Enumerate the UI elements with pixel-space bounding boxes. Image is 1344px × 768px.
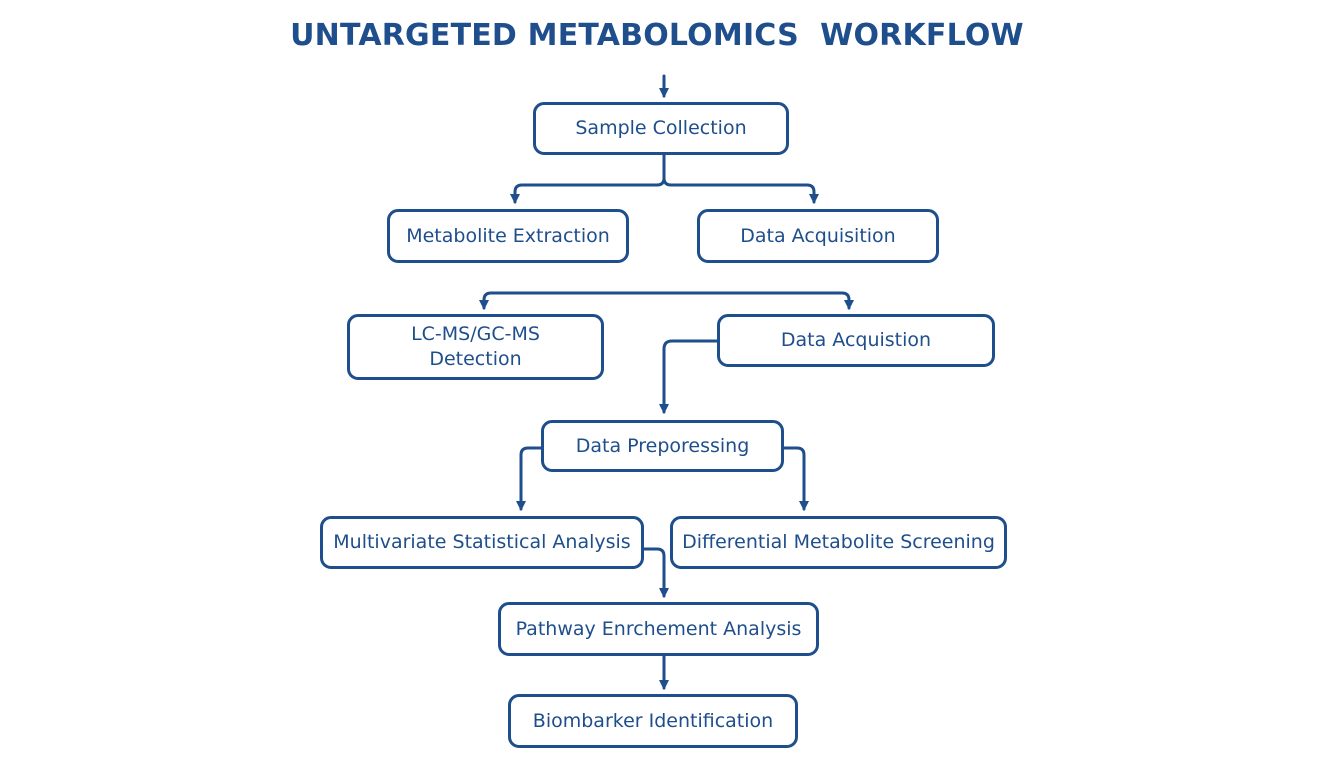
arrow-preprocessing-to-differential <box>781 446 809 511</box>
arrow-preprocessing-to-multivariate <box>516 446 544 511</box>
node-data-preporessing: Data Preporessing <box>541 420 784 472</box>
node-biomarker-identification: Biombarker Identification <box>508 694 798 748</box>
node-differential-screening: Differential Metabolite Screening <box>670 516 1007 569</box>
arrow-sample-to-acquisition <box>662 176 819 204</box>
arrow-split-to-acquistion <box>662 291 854 310</box>
node-data-acquisition: Data Acquisition <box>697 209 939 263</box>
node-multivariate-analysis: Multivariate Statistical Analysis <box>320 516 644 569</box>
node-pathway-enrichment: Pathway Enrchement Analysis <box>498 602 819 656</box>
node-sample-collection: Sample Collection <box>533 102 789 155</box>
node-lcms-detection: LC-MS/GC-MS Detection <box>347 314 604 380</box>
arrow-sample-to-extraction <box>510 153 666 204</box>
arrow-multivariate-to-pathway <box>640 547 669 598</box>
node-data-acquistion: Data Acquistion <box>717 314 995 367</box>
arrow-acquistion-to-preprocessing <box>659 339 720 414</box>
arrow-split-to-lcms <box>479 291 666 310</box>
node-metabolite-extraction: Metabolite Extraction <box>387 209 629 263</box>
diagram-title: UNTARGETED METABOLOMICS WORKFLOW <box>290 18 1024 53</box>
